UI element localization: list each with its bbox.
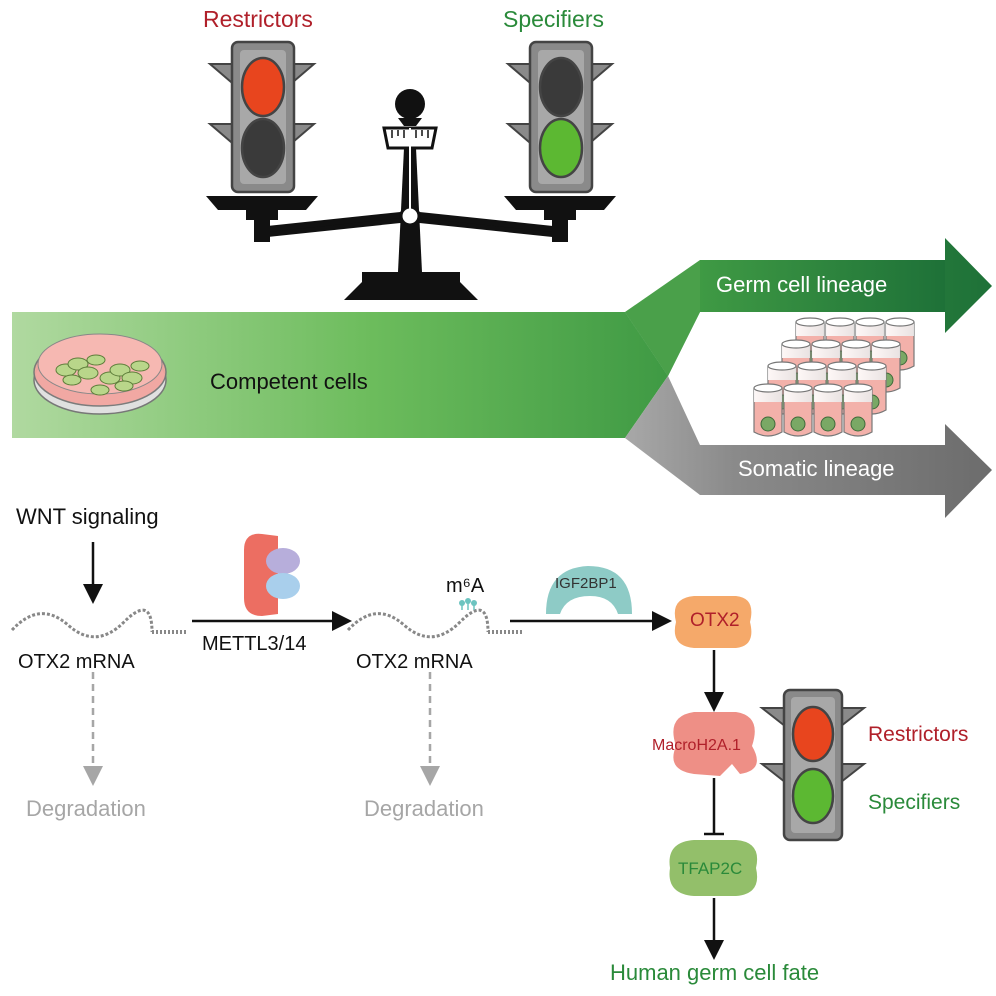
culture-tube: [753, 383, 783, 437]
mrna-strand-2: [346, 608, 524, 639]
otx2-mrna-label-2: OTX2 mRNA: [356, 651, 473, 673]
top-specifiers-label: Specifiers: [503, 6, 604, 32]
mettl-label: METTL3/14: [202, 633, 307, 655]
macroh2a-label: MacroH2A.1: [652, 737, 741, 754]
otx2-mrna-label-1: OTX2 mRNA: [18, 651, 135, 673]
petri-dish-icon: [33, 333, 167, 415]
culture-tubes-icon: [753, 317, 915, 437]
legend-specifiers-label: Specifiers: [868, 791, 961, 814]
traffic-light-specifier-icon: [505, 40, 615, 194]
somatic-lineage-label: Somatic lineage: [738, 456, 895, 481]
wnt-signaling-label: WNT signaling: [16, 504, 159, 529]
top-restrictors-label: Restrictors: [203, 6, 313, 32]
macro-inhibits-tfap2c: [704, 778, 724, 836]
germ-arrow-link: [625, 260, 700, 376]
competent-band: [12, 312, 668, 438]
m6a-mark-icon: [459, 598, 477, 610]
igf2bp1-label: IGF2BP1: [555, 575, 617, 592]
legend-restrictors-label: Restrictors: [868, 723, 969, 746]
degradation-label-1: Degradation: [26, 796, 146, 821]
culture-tube: [843, 383, 873, 437]
competent-cells-label: Competent cells: [210, 369, 368, 394]
balance-scale-icon: [206, 89, 616, 300]
germ-arrow-body: [700, 260, 945, 312]
igf2bp1-protein-icon: [546, 566, 632, 614]
mrna-strand-1: [10, 608, 186, 639]
traffic-light-restrictor-icon: [207, 40, 317, 194]
tfap2c-protein-icon: [669, 840, 758, 896]
tfap2c-label: TFAP2C: [678, 859, 743, 878]
germ-lineage-label: Germ cell lineage: [716, 272, 888, 297]
m6a-label: m⁶A: [446, 575, 485, 597]
degradation-label-2: Degradation: [364, 796, 484, 821]
culture-tube: [813, 383, 843, 437]
traffic-light-legend-icon: [759, 688, 867, 842]
otx2-protein-icon: [674, 596, 752, 648]
lineage-band: [12, 238, 992, 518]
macroh2a-protein-icon: [673, 712, 757, 776]
culture-tube: [783, 383, 813, 437]
mettl3-14-complex-icon: [244, 533, 300, 616]
somatic-arrow: [625, 376, 992, 518]
human-germ-fate-label: Human germ cell fate: [610, 960, 820, 985]
otx2-protein-label: OTX2: [690, 610, 740, 631]
